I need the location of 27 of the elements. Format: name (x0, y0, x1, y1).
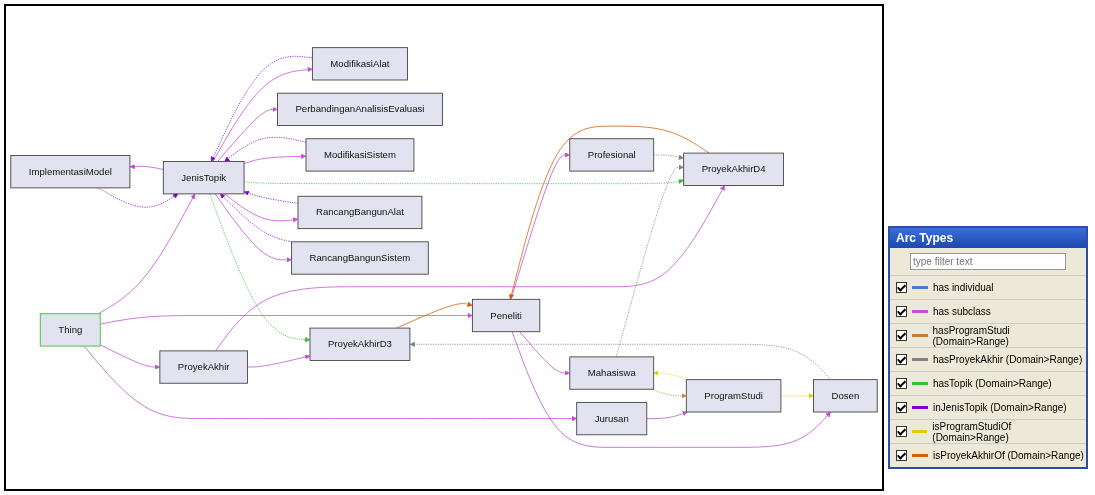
panel-title: Arc Types (890, 228, 1086, 248)
legend-text: hasProyekAkhir (Domain>Range) (933, 354, 1083, 365)
node-box: Jurusan (576, 401, 648, 436)
node-box: PerbandinganAnalisisEvaluasi (277, 92, 443, 126)
node-box: Mahasiswa (569, 356, 655, 390)
legend-text: hasProgramStudi (Domain>Range) (932, 324, 1011, 347)
node-box: ModifikasiSistem (305, 138, 415, 172)
node-box: RancangBangunAlat (297, 195, 423, 230)
node-box: RancangBangunSistem (291, 241, 429, 275)
legend-text: has subclass (933, 306, 991, 317)
legend-text: isProyekAkhirOf (Domain>Range) (933, 450, 1084, 461)
node-box: ImplementasiModel (10, 155, 131, 189)
node-box: ProyekAkhir (159, 350, 248, 384)
node-box: Dosen (813, 379, 878, 413)
filter-input-field: type filter text (910, 253, 1066, 270)
node-box: JenisTopik (162, 161, 245, 195)
node-box: ProyekAkhirD4 (683, 152, 785, 186)
node-box: Thing (39, 313, 101, 347)
legend-text: inJenisTopik (Domain>Range) (933, 402, 1067, 413)
legend-text: hasTopik (Domain>Range) (933, 378, 1052, 389)
legend-text: isProgramStudiOf (Domain>Range) (932, 420, 1013, 443)
legend-text: has individual (933, 282, 994, 293)
node-box: Profesional (569, 138, 655, 172)
node-box: ProgramStudi (685, 379, 782, 413)
node-box: Peneliti (471, 298, 541, 333)
node-box: ProyekAkhirD3 (309, 327, 411, 361)
node-box: ModifikasiAlat (311, 47, 408, 81)
